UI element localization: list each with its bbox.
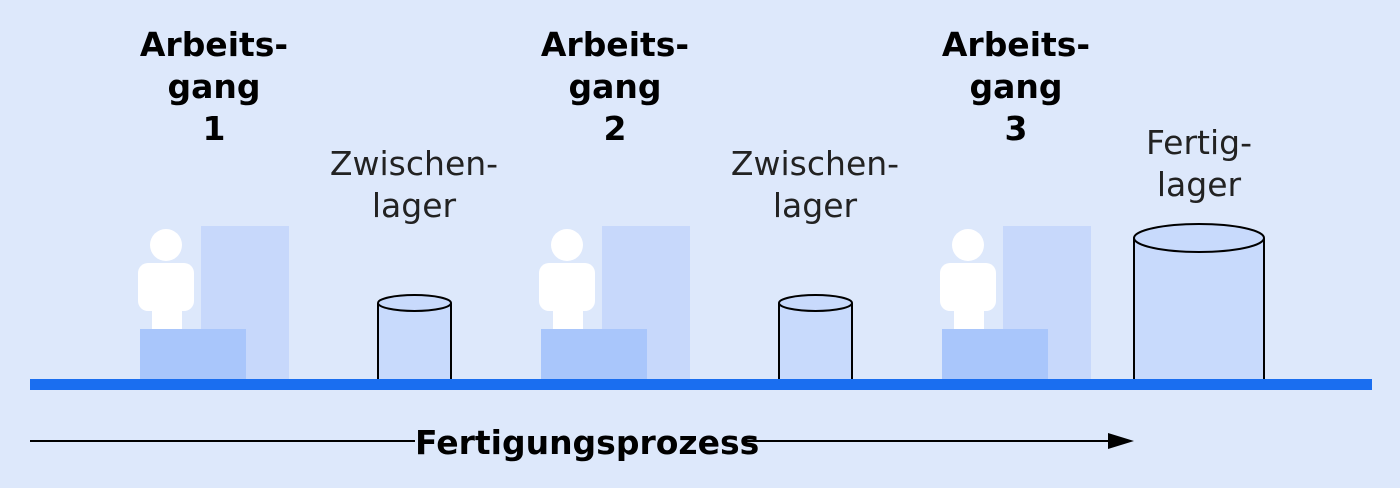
- workbench: [942, 329, 1048, 380]
- conveyor-line: [30, 379, 1372, 390]
- station-label-3: Arbeits- gang 3: [941, 25, 1091, 148]
- finished-store-cylinder: [1133, 223, 1265, 381]
- process-label: Fertigungsprozess: [415, 422, 760, 464]
- station-label-1: Arbeits- gang 1: [139, 25, 289, 148]
- store-label-2: Zwischen- lager: [730, 144, 900, 225]
- workbench: [541, 329, 647, 380]
- worker-icon: [539, 229, 595, 332]
- store-label-1: Zwischen- lager: [329, 144, 499, 225]
- worker-icon: [138, 229, 194, 332]
- buffer-store-1-cylinder: [377, 294, 452, 381]
- arrowhead-icon: [1108, 433, 1134, 449]
- workstation-1: [138, 226, 289, 380]
- workstation-3: [940, 226, 1091, 380]
- worker-icon: [940, 229, 996, 332]
- workbench: [140, 329, 246, 380]
- store-label-3: Fertig- lager: [1145, 123, 1252, 204]
- station-label-2: Arbeits- gang 2: [540, 25, 690, 148]
- buffer-store-2-cylinder: [778, 294, 853, 381]
- workstation-2: [539, 226, 690, 380]
